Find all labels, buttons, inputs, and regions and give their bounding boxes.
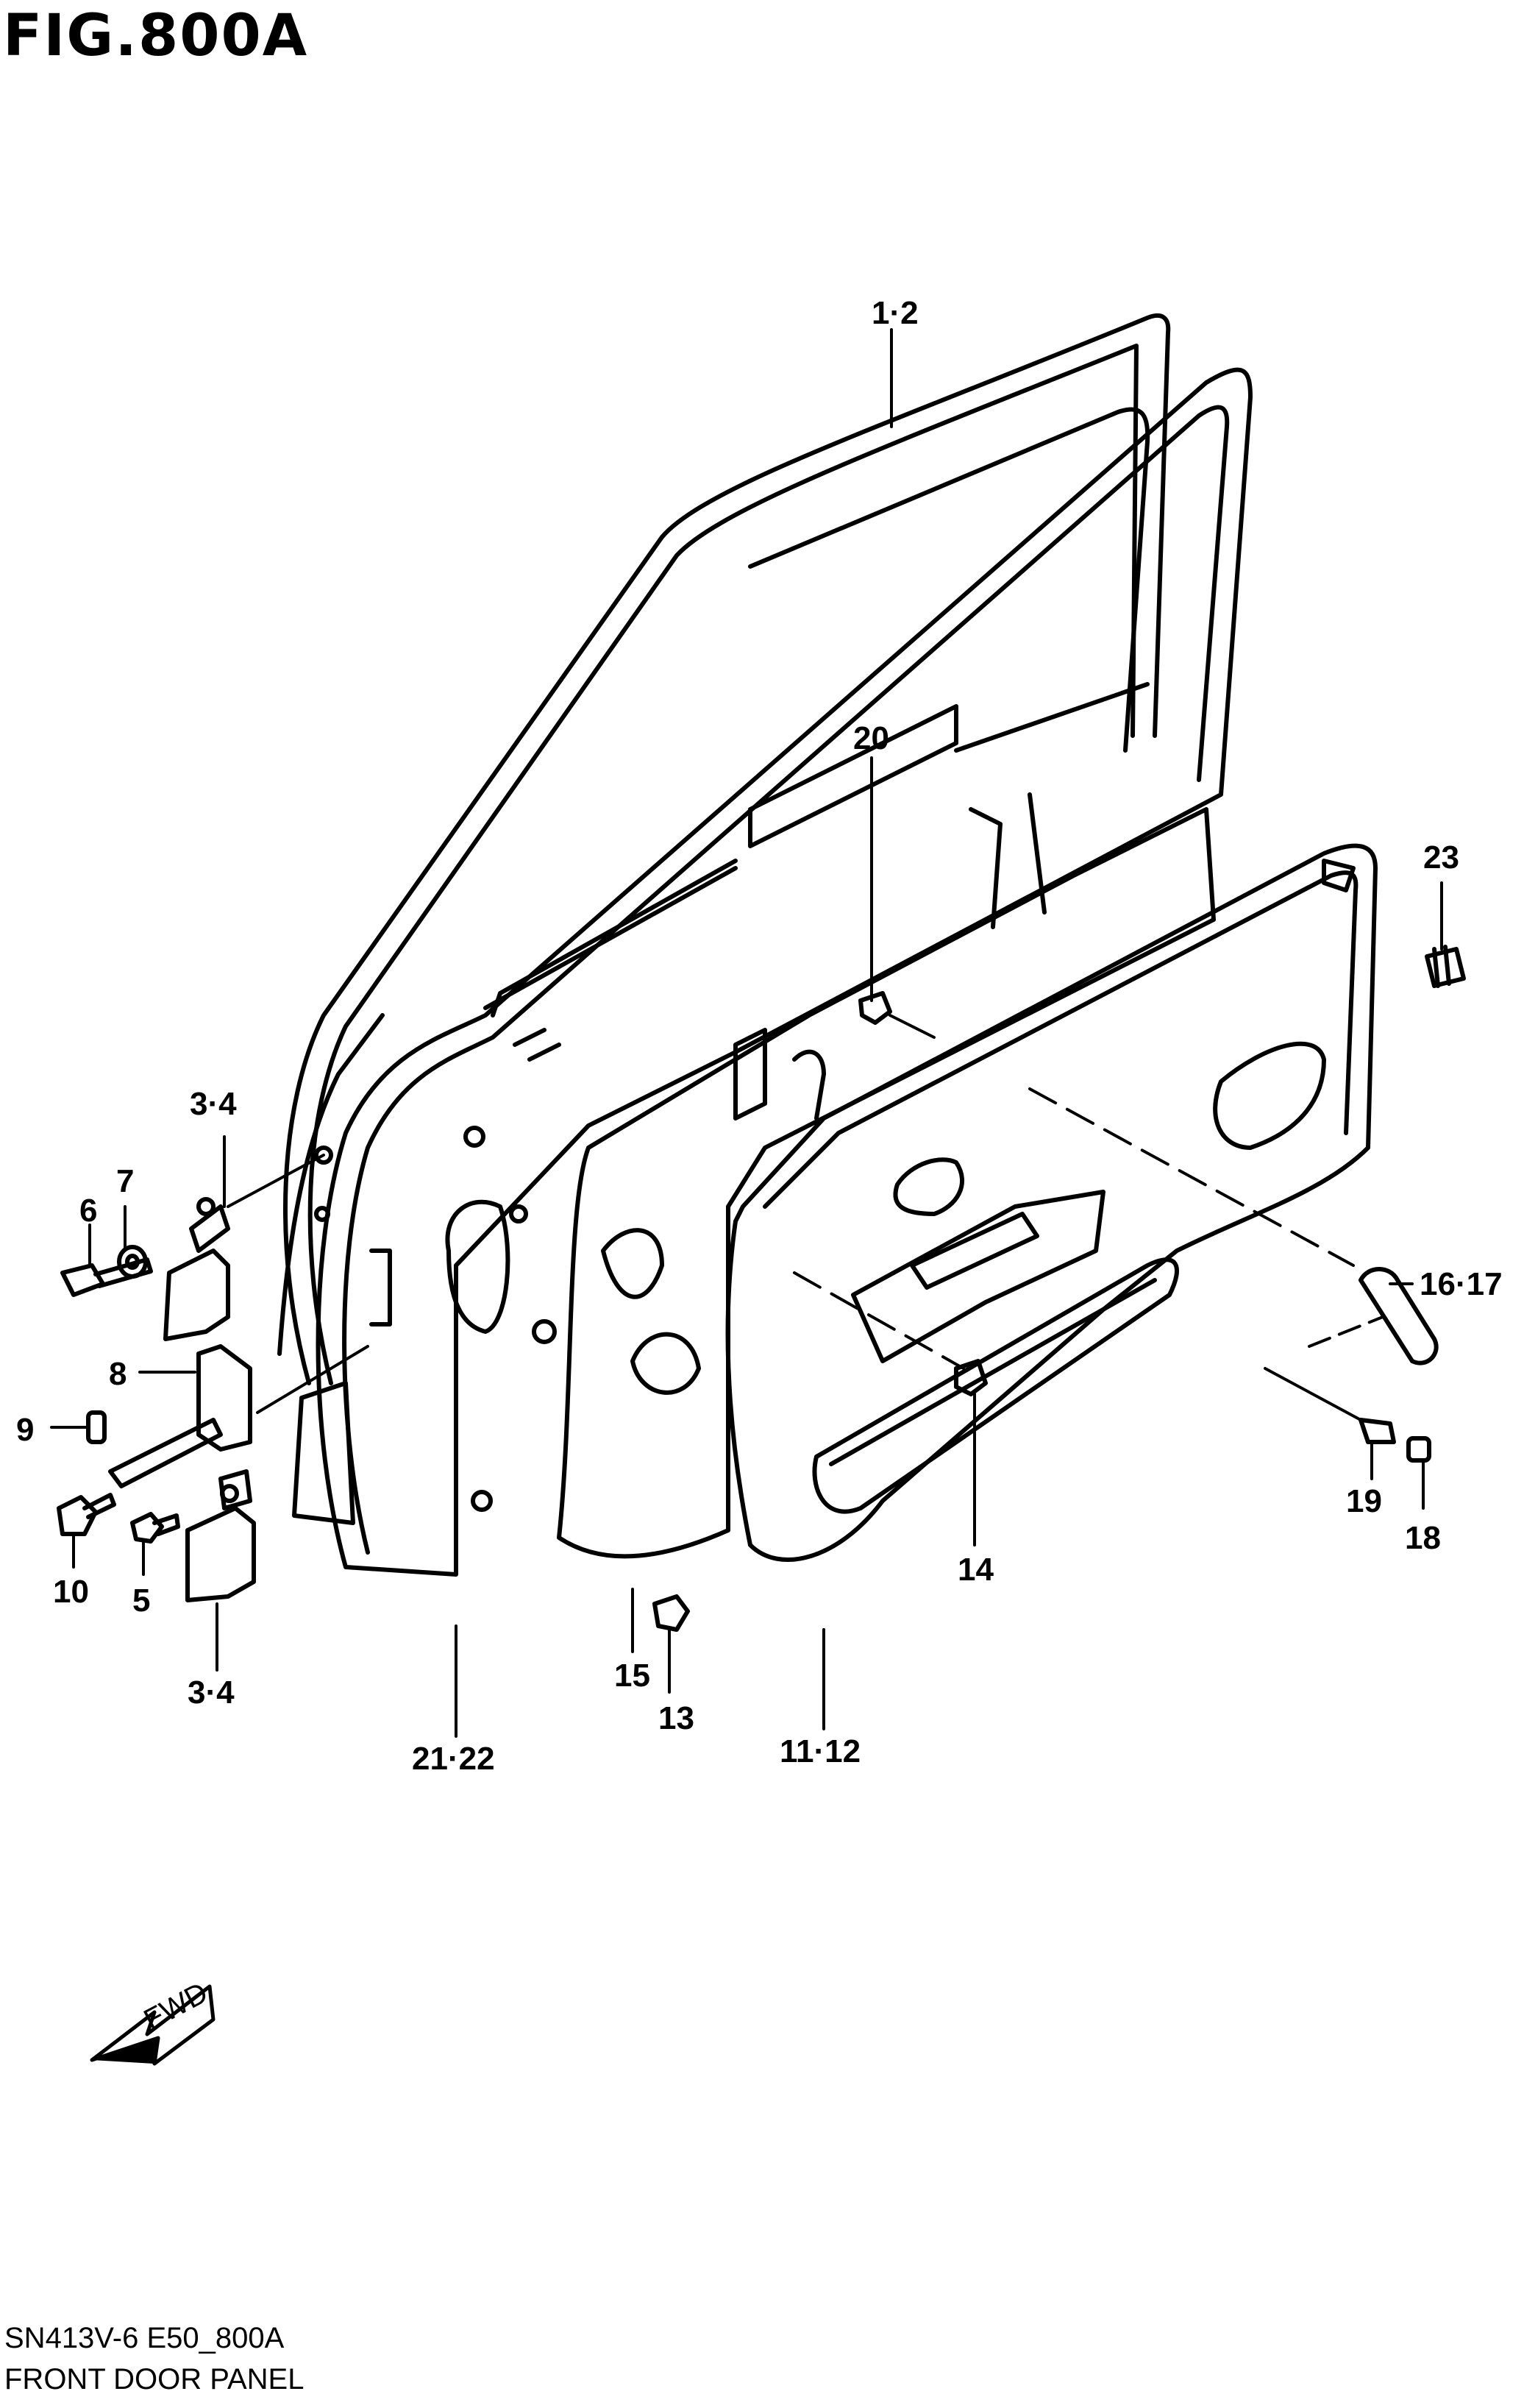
door-weatherstrip bbox=[282, 313, 1171, 1385]
callout-8: 8 bbox=[109, 1356, 127, 1392]
leader-lines bbox=[50, 328, 1443, 1738]
callout-20: 20 bbox=[853, 720, 889, 756]
callout-labels: 1·2 20 23 3·4 7 6 16·17 8 9 19 18 10 5 1… bbox=[16, 295, 1503, 2036]
callout-18: 18 bbox=[1405, 1520, 1441, 1556]
bumper-23 bbox=[1425, 945, 1466, 988]
pull-handle-16-17 bbox=[1359, 1267, 1439, 1365]
fwd-arrow bbox=[90, 1984, 216, 2066]
bolt-10 bbox=[57, 1493, 116, 1536]
screw-19 bbox=[1359, 1418, 1396, 1444]
callout-21-22: 21·22 bbox=[412, 1741, 495, 1777]
clip-20 bbox=[858, 991, 892, 1025]
figure-name: FRONT DOOR PANEL bbox=[4, 2363, 305, 2395]
door-check-8 bbox=[108, 1344, 252, 1488]
callout-15: 15 bbox=[614, 1658, 650, 1694]
callout-14: 14 bbox=[958, 1552, 994, 1588]
figure-title: FIG.800A bbox=[3, 3, 309, 69]
clip-14 bbox=[954, 1359, 988, 1396]
figure-code: SN413V-6 E50_800A bbox=[4, 2322, 285, 2354]
callout-7: 7 bbox=[116, 1163, 134, 1199]
callout-11-12: 11·12 bbox=[780, 1733, 861, 1769]
callout-19: 19 bbox=[1346, 1483, 1382, 1519]
callout-9: 9 bbox=[16, 1412, 34, 1448]
callout-13: 13 bbox=[658, 1700, 694, 1736]
door-trim-panel bbox=[725, 843, 1378, 1562]
sealing-screen bbox=[557, 807, 1216, 1559]
callout-3-4-bottom: 3·4 bbox=[188, 1674, 235, 1711]
callout-5: 5 bbox=[132, 1583, 150, 1619]
washer-7 bbox=[117, 1245, 148, 1279]
callout-10: 10 bbox=[53, 1574, 89, 1610]
callout-3-4-top: 3·4 bbox=[190, 1086, 237, 1122]
door-frame-hinge-side bbox=[277, 1013, 392, 1525]
clip-13 bbox=[652, 1594, 690, 1632]
bolt-5 bbox=[130, 1512, 180, 1544]
cap-18 bbox=[1406, 1436, 1431, 1463]
callout-1-2: 1·2 bbox=[872, 295, 919, 331]
callout-16-17: 16·17 bbox=[1420, 1266, 1503, 1302]
hinge-lower bbox=[185, 1469, 256, 1602]
pin-9 bbox=[86, 1410, 107, 1444]
callout-23: 23 bbox=[1423, 839, 1459, 876]
hinge-upper bbox=[163, 1197, 230, 1341]
callout-6: 6 bbox=[79, 1193, 97, 1229]
